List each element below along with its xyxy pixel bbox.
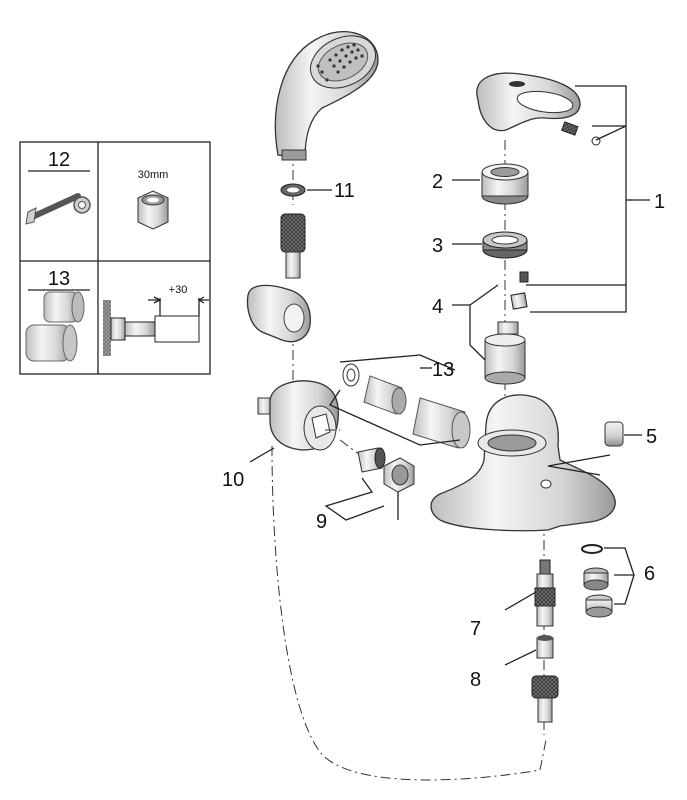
extension-length-label: +30 bbox=[169, 284, 188, 296]
callout-10: 10 bbox=[222, 469, 244, 491]
wrench-icon bbox=[25, 193, 91, 225]
callout-5: 5 bbox=[646, 426, 657, 448]
callout-4: 4 bbox=[432, 296, 443, 318]
grub-screw bbox=[561, 121, 601, 146]
hand-shower bbox=[274, 31, 379, 161]
callout-3: 3 bbox=[432, 235, 443, 257]
callout-2: 2 bbox=[432, 171, 443, 193]
callout-9: 9 bbox=[316, 511, 327, 533]
extension-pieces-icon bbox=[25, 291, 85, 362]
tool-inset-table: 12 30mm 13 bbox=[19, 141, 211, 375]
diverter-part-7 bbox=[534, 559, 556, 627]
extension-install-icon bbox=[103, 296, 209, 356]
hex-nut-icon bbox=[137, 190, 169, 230]
lever-handle-part-1 bbox=[476, 72, 581, 132]
insert-part-8 bbox=[531, 635, 559, 723]
nut-size-label: 30mm bbox=[138, 169, 169, 181]
aerator-set-part-6 bbox=[581, 544, 613, 618]
tool-12-label: 12 bbox=[48, 149, 70, 171]
callout-1: 1 bbox=[654, 191, 665, 213]
callout-8: 8 bbox=[470, 669, 481, 691]
nut-part-3 bbox=[482, 231, 528, 259]
callout-11: 11 bbox=[334, 180, 355, 202]
wall-outlet-elbow-part-10 bbox=[257, 380, 339, 451]
callout-13: 13 bbox=[432, 359, 454, 381]
mixer-body bbox=[430, 394, 616, 532]
wall-holder bbox=[246, 284, 311, 343]
callout-7: 7 bbox=[470, 618, 481, 640]
extension-set-part-13 bbox=[342, 363, 471, 449]
cap-part-5 bbox=[604, 421, 624, 447]
callout-6: 6 bbox=[644, 563, 655, 585]
cartridge-part-4 bbox=[484, 271, 529, 385]
cover-part-2 bbox=[481, 163, 529, 205]
tool-13-label: 13 bbox=[48, 268, 70, 290]
nipple-and-nut-part-9 bbox=[357, 447, 415, 493]
hose-connector bbox=[280, 213, 306, 279]
